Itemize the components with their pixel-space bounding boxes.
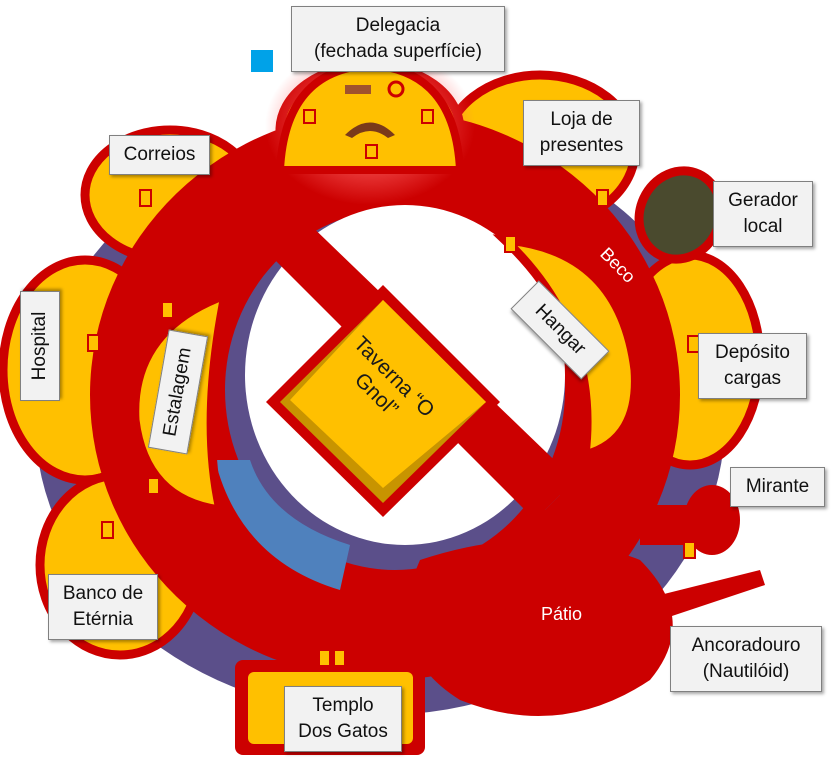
loja-line2: presentes — [539, 135, 624, 156]
street-patio: Pátio — [541, 604, 583, 624]
mirante-building — [640, 485, 740, 555]
blue-marker-icon — [251, 50, 273, 72]
ancoradouro-line2: (Nautilóid) — [702, 661, 790, 682]
gerador-line2: local — [743, 216, 783, 237]
label-ancoradouro[interactable]: Ancoradouro (Nautilóid) — [670, 626, 822, 692]
deposito-line1: Depósito — [715, 342, 790, 363]
banco-line2: Etérnia — [72, 609, 134, 630]
banco-line1: Banco de — [62, 583, 144, 604]
label-templo[interactable]: Templo Dos Gatos — [284, 686, 402, 752]
label-delegacia[interactable]: Delegacia (fechada superfície) — [291, 6, 505, 72]
label-mirante[interactable]: Mirante — [730, 467, 825, 507]
templo-line2: Dos Gatos — [298, 721, 388, 742]
label-loja[interactable]: Loja de presentes — [523, 100, 640, 166]
ancoradouro-line1: Ancoradouro — [691, 635, 801, 656]
label-correios[interactable]: Correios — [109, 135, 210, 175]
label-hospital[interactable]: Hospital — [20, 291, 60, 401]
delegacia-line2: (fechada superfície) — [314, 41, 482, 62]
delegacia-sign — [345, 85, 371, 94]
ancoradouro-pier — [640, 570, 765, 620]
alarm-icon — [387, 80, 405, 98]
water-pool — [215, 460, 350, 590]
taverna-building — [266, 285, 500, 517]
gerador-line1: Gerador — [728, 190, 798, 211]
templo-line1: Templo — [312, 695, 374, 716]
deposito-line2: cargas — [723, 368, 782, 389]
label-gerador[interactable]: Gerador local — [713, 181, 813, 247]
estalagem-text: Estalagem — [159, 345, 196, 438]
phone-icon — [345, 122, 395, 138]
delegacia-line1: Delegacia — [355, 15, 441, 36]
hospital-text: Hospital — [29, 311, 50, 381]
loja-line1: Loja de — [550, 109, 613, 130]
patio-area — [406, 540, 673, 716]
label-banco[interactable]: Banco de Etérnia — [48, 574, 158, 640]
correios-text: Correios — [123, 144, 196, 165]
mirante-text: Mirante — [745, 476, 810, 497]
label-deposito[interactable]: Depósito cargas — [698, 333, 807, 399]
doors — [87, 109, 700, 559]
